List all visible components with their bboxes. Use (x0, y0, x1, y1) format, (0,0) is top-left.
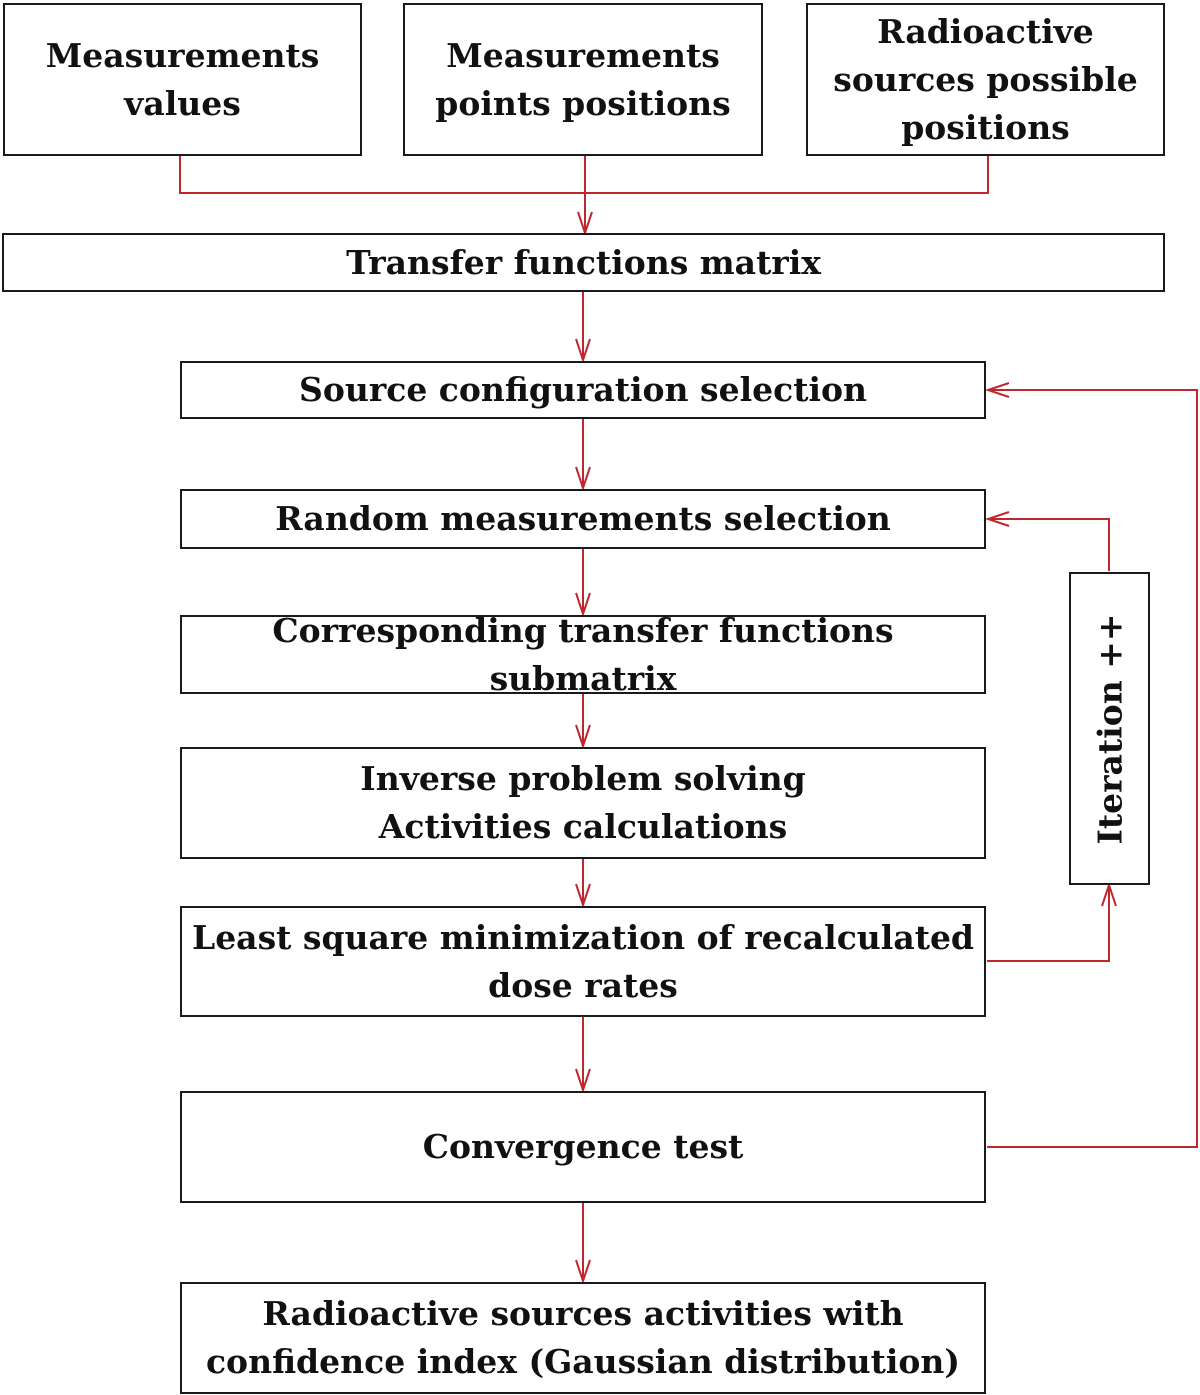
result-box: Radioactive sources activities with conf… (180, 1282, 986, 1394)
convergence-test-box: Convergence test (180, 1091, 986, 1203)
iteration-label: Iteration ++ (1090, 612, 1129, 845)
radioactive-sources-possible-positions-box: Radioactive sources possible positions (806, 3, 1165, 156)
edge-values-to-merge (179, 155, 585, 194)
edge-least-square-to-iteration (987, 885, 1109, 962)
corresponding-submatrix-box: Corresponding transfer functions submatr… (180, 611, 986, 698)
source-configuration-selection-box: Source configuration selection (180, 361, 986, 419)
inverse-problem-box: Inverse problem solving Activities calcu… (180, 747, 986, 859)
measurements-values-box: Measurements values (3, 3, 362, 156)
measurements-points-positions-box: Measurements points positions (403, 3, 763, 156)
random-measurements-selection-box: Random measurements selection (180, 489, 986, 549)
edge-convergence-to-source-config (987, 390, 1198, 1148)
least-square-minimization-box: Least square minimization of recalculate… (180, 906, 986, 1017)
edge-sources-to-merge (585, 155, 989, 194)
transfer-functions-matrix-box: Transfer functions matrix (2, 233, 1165, 292)
iteration-box: Iteration ++ (1069, 572, 1150, 885)
edge-iteration-to-random (988, 519, 1110, 571)
